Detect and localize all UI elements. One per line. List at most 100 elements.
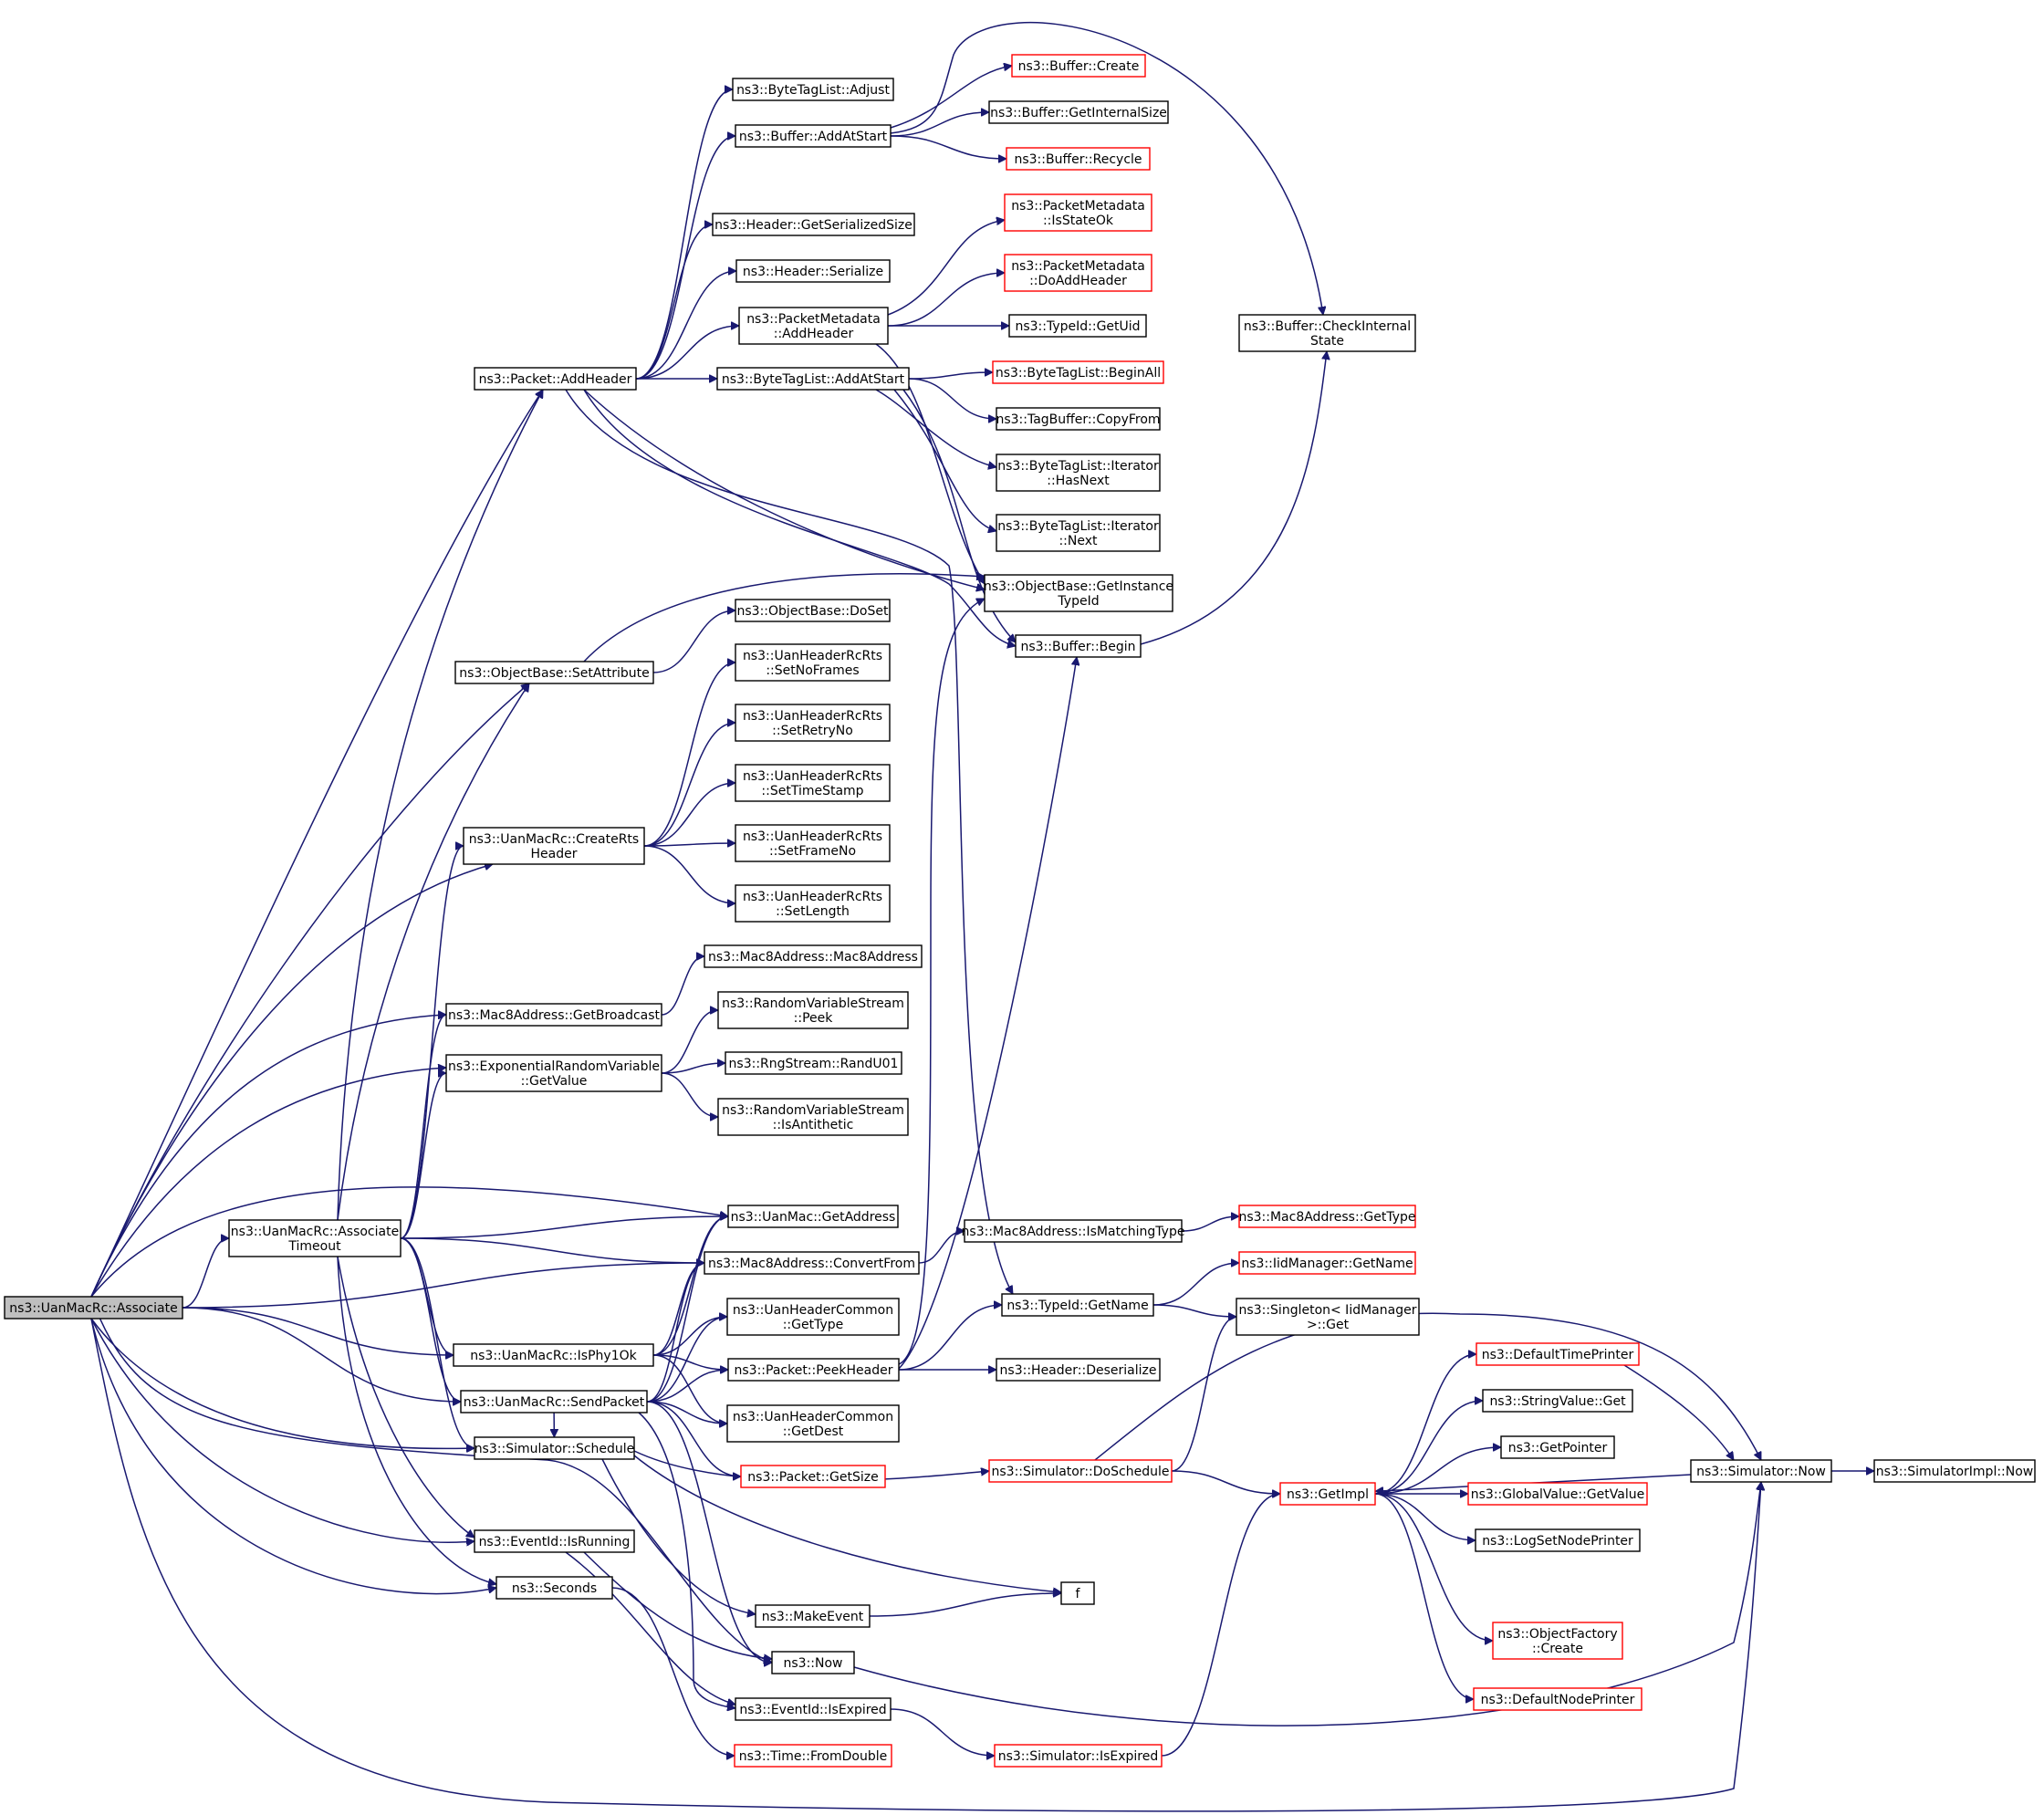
call-edge-tidGetName-to-singletonGet: [1152, 1304, 1236, 1317]
node-label: ns3::UanMacRc::IsPhy1Ok: [470, 1349, 637, 1363]
function-node-simIsExpired[interactable]: ns3::Simulator::IsExpired: [994, 1744, 1163, 1768]
function-node-defTimePrinter[interactable]: ns3::DefaultTimePrinter: [1476, 1342, 1640, 1366]
function-node-rvsAnti[interactable]: ns3::RandomVariableStream::IsAntithetic: [717, 1098, 909, 1136]
function-node-bufAddAtStart[interactable]: ns3::Buffer::AddAtStart: [735, 124, 892, 148]
function-node-pmIsStateOk[interactable]: ns3::PacketMetadata::IsStateOk: [1004, 193, 1152, 232]
function-node-convertFrom[interactable]: ns3::Mac8Address::ConvertFrom: [704, 1251, 920, 1275]
function-node-root[interactable]: ns3::UanMacRc::Associate: [4, 1296, 183, 1320]
function-node-pktGetSize[interactable]: ns3::Packet::GetSize: [740, 1465, 886, 1488]
function-node-randU01[interactable]: ns3::RngStream::RandU01: [725, 1051, 902, 1075]
function-node-uanGetAddress[interactable]: ns3::UanMac::GetAddress: [727, 1205, 899, 1228]
function-node-hcGetType[interactable]: ns3::UanHeaderCommon::GetType: [726, 1298, 900, 1336]
function-node-sendPacket[interactable]: ns3::UanMacRc::SendPacket: [460, 1390, 648, 1413]
function-node-tidGetUid[interactable]: ns3::TypeId::GetUid: [1008, 314, 1147, 338]
function-node-getBroadcast[interactable]: ns3::Mac8Address::GetBroadcast: [445, 1003, 662, 1027]
function-node-hdrGetSerSize[interactable]: ns3::Header::GetSerializedSize: [712, 213, 915, 236]
function-node-makeEvent[interactable]: ns3::MakeEvent: [755, 1604, 871, 1628]
call-edge-root-to-seconds: [90, 1318, 496, 1595]
function-node-simImplNow[interactable]: ns3::SimulatorImpl::Now: [1873, 1459, 2036, 1483]
function-node-setRetryNo[interactable]: ns3::UanHeaderRcRts::SetRetryNo: [735, 704, 891, 742]
function-node-defNodePrinter[interactable]: ns3::DefaultNodePrinter: [1473, 1687, 1642, 1711]
function-node-btlAddAtStart[interactable]: ns3::ByteTagList::AddAtStart: [716, 367, 910, 391]
function-node-hdrSerialize[interactable]: ns3::Header::Serialize: [735, 259, 891, 283]
function-node-tidGetName[interactable]: ns3::TypeId::GetName: [1001, 1293, 1154, 1317]
function-node-pmDoAddHeader[interactable]: ns3::PacketMetadata::DoAddHeader: [1004, 254, 1152, 292]
function-node-simNow[interactable]: ns3::Simulator::Now: [1690, 1459, 1832, 1483]
node-box: [996, 407, 1161, 431]
function-node-peekHeader[interactable]: ns3::Packet::PeekHeader: [727, 1358, 900, 1382]
call-edge-setAttribute-to-obDoSet: [652, 610, 735, 673]
node-box: [1008, 314, 1147, 338]
function-node-bufCreate[interactable]: ns3::Buffer::Create: [1011, 54, 1146, 78]
function-node-singletonGet[interactable]: ns3::Singleton< IidManager >::Get: [1236, 1298, 1420, 1336]
function-node-objFactCreate[interactable]: ns3::ObjectFactory::Create: [1492, 1622, 1623, 1660]
function-node-setFrameNo[interactable]: ns3::UanHeaderRcRts::SetFrameNo: [735, 824, 891, 862]
function-node-gvGetValue[interactable]: ns3::GlobalValue::GetValue: [1467, 1482, 1648, 1506]
node-label: State: [1310, 334, 1344, 349]
node-label: ns3::ByteTagList::Adjust: [736, 83, 890, 98]
function-node-setTimeStamp[interactable]: ns3::UanHeaderRcRts::SetTimeStamp: [735, 764, 891, 802]
node-label: ns3::Seconds: [512, 1581, 597, 1596]
function-node-iidGetName[interactable]: ns3::IidManager::GetName: [1238, 1251, 1416, 1275]
node-box: [1004, 193, 1152, 232]
function-node-setAttribute[interactable]: ns3::ObjectBase::SetAttribute: [454, 661, 654, 684]
function-node-bufRecycle[interactable]: ns3::Buffer::Recycle: [1006, 147, 1151, 171]
function-node-rvsPeek[interactable]: ns3::RandomVariableStream::Peek: [717, 991, 909, 1029]
function-node-bufBegin[interactable]: ns3::Buffer::Begin: [1015, 634, 1142, 658]
function-node-now[interactable]: ns3::Now: [771, 1651, 855, 1674]
function-node-tbCopyFrom[interactable]: ns3::TagBuffer::CopyFrom: [996, 407, 1161, 431]
function-node-btlNext[interactable]: ns3::ByteTagList::Iterator::Next: [996, 514, 1161, 552]
call-edge-addHeader-to-bufAddAtStart: [635, 136, 735, 380]
call-edge-root-to-isPhy1Ok: [182, 1307, 454, 1355]
node-label: ::SetTimeStamp: [761, 784, 863, 798]
node-label: ns3::EventId::IsRunning: [479, 1535, 631, 1549]
node-label: ns3::UanMacRc::CreateRts: [469, 832, 639, 847]
function-node-schedule[interactable]: ns3::Simulator::Schedule: [474, 1436, 635, 1460]
function-node-fromDouble[interactable]: ns3::Time::FromDouble: [734, 1744, 892, 1768]
function-node-logSetNode[interactable]: ns3::LogSetNodePrinter: [1475, 1528, 1641, 1552]
function-node-setNoFrames[interactable]: ns3::UanHeaderRcRts::SetNoFrames: [735, 643, 891, 682]
function-node-btlAdjust[interactable]: ns3::ByteTagList::Adjust: [732, 78, 894, 101]
function-node-mac8Ctor[interactable]: ns3::Mac8Address::Mac8Address: [704, 944, 923, 968]
function-node-bufGetIntSize[interactable]: ns3::Buffer::GetInternalSize: [988, 100, 1169, 124]
function-node-seconds[interactable]: ns3::Seconds: [495, 1576, 613, 1600]
function-node-btlHasNext[interactable]: ns3::ByteTagList::Iterator::HasNext: [996, 454, 1161, 492]
function-node-getPointer[interactable]: ns3::GetPointer: [1500, 1435, 1615, 1459]
node-label: Header: [531, 847, 578, 861]
node-box: [1500, 1435, 1615, 1459]
node-box: [717, 1098, 909, 1136]
call-edge-doSchedule-to-singletonGet: [1171, 1317, 1237, 1472]
node-label: ns3::Singleton< IidManager: [1239, 1303, 1417, 1318]
node-label: ns3::RngStream::RandU01: [729, 1057, 899, 1071]
node-label: ns3::ObjectBase::SetAttribute: [459, 666, 649, 681]
call-edge-simIsExpired-to-getImpl: [1161, 1494, 1280, 1757]
function-node-isMatchingType[interactable]: ns3::Mac8Address::IsMatchingType: [962, 1219, 1185, 1243]
function-node-expGetValue[interactable]: ns3::ExponentialRandomVariable::GetValue: [445, 1054, 662, 1092]
call-edge-createRts-to-setLength: [643, 845, 735, 903]
function-node-addHeader[interactable]: ns3::Packet::AddHeader: [474, 367, 637, 391]
call-edge-createRts-to-setNoFrames: [643, 662, 736, 847]
function-node-setLength[interactable]: ns3::UanHeaderRcRts::SetLength: [735, 884, 891, 923]
function-node-fFunc[interactable]: f: [1060, 1581, 1095, 1605]
function-node-isExpired[interactable]: ns3::EventId::IsExpired: [735, 1697, 892, 1721]
function-node-isRunning[interactable]: ns3::EventId::IsRunning: [474, 1529, 635, 1553]
call-edge-bufAddAtStart-to-bufRecycle: [890, 135, 1006, 159]
function-node-strValGet[interactable]: ns3::StringValue::Get: [1482, 1389, 1633, 1413]
function-node-isPhy1Ok[interactable]: ns3::UanMacRc::IsPhy1Ok: [453, 1343, 654, 1367]
call-edge-schedule-to-fFunc: [633, 1455, 1061, 1592]
node-label: ns3::Buffer::CheckInternal: [1244, 319, 1411, 334]
node-label: ::GetDest: [783, 1424, 844, 1439]
function-node-getImpl[interactable]: ns3::GetImpl: [1279, 1482, 1376, 1506]
function-node-hcGetDest[interactable]: ns3::UanHeaderCommon::GetDest: [726, 1404, 900, 1443]
function-node-pmAddHeader[interactable]: ns3::PacketMetadata::AddHeader: [738, 307, 889, 345]
function-node-btlBeginAll[interactable]: ns3::ByteTagList::BeginAll: [992, 360, 1164, 384]
function-node-hdrDeserialize[interactable]: ns3::Header::Deserialize: [996, 1358, 1161, 1382]
function-node-doSchedule[interactable]: ns3::Simulator::DoSchedule: [988, 1459, 1173, 1483]
function-node-obDoSet[interactable]: ns3::ObjectBase::DoSet: [735, 599, 891, 622]
node-box: [1236, 1298, 1420, 1336]
function-node-mac8GetType[interactable]: ns3::Mac8Address::GetType: [1238, 1205, 1416, 1228]
